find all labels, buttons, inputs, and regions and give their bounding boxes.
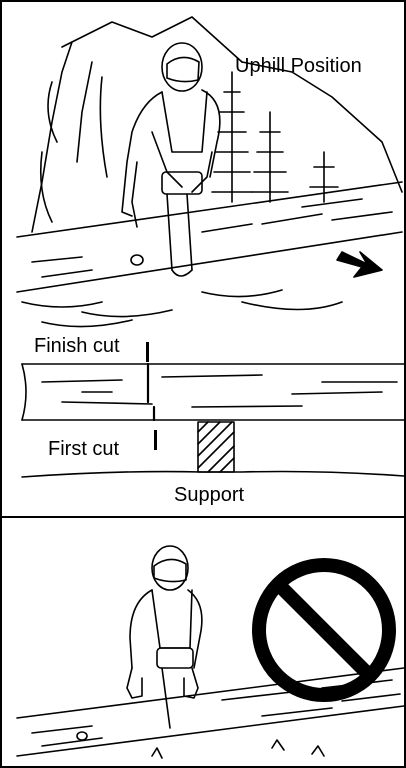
mountain-outline (62, 17, 242, 62)
first-cut-label: First cut (48, 438, 119, 460)
uphill-position-panel: Uphill Position Finish cut First cut Sup… (0, 0, 406, 518)
ground-line (22, 472, 404, 478)
worker-figure (122, 43, 220, 276)
finish-cut-label: Finish cut (34, 335, 120, 357)
direction-arrow (337, 252, 382, 277)
first-cut-marker (154, 430, 157, 450)
worker-figure-2 (127, 546, 202, 728)
uphill-position-title: Uphill Position (235, 55, 362, 77)
support-label: Support (174, 484, 244, 506)
finish-cut-marker (146, 342, 149, 362)
log-top-edge (17, 182, 402, 237)
incorrect-position-panel (0, 518, 406, 768)
incorrect-illustration (2, 518, 404, 766)
prohibition-icon (259, 565, 389, 695)
tree-2 (252, 112, 288, 202)
log2-bottom-edge (17, 706, 404, 756)
